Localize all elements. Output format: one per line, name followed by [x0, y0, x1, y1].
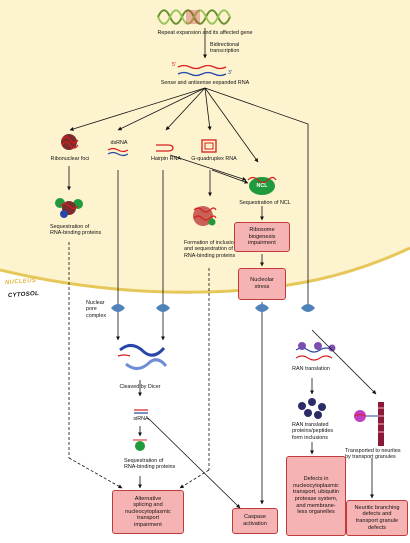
ran-translation-icon: [295, 342, 336, 361]
nucleolar-stress-box: Nucleolar stress: [238, 268, 286, 300]
sirna-icon: [134, 409, 148, 414]
repeat-expansion-label: Repeat expansion and its affected gene: [157, 30, 253, 36]
sirna-label: siRNA: [133, 416, 149, 422]
granules-label: Transported to neurites by transport gra…: [345, 448, 401, 461]
ncl-label: NCL: [256, 183, 268, 189]
caspase-activation-box: Caspase activation: [232, 508, 278, 534]
dicer-icon: [117, 344, 168, 370]
dicer-label: Cleaved by Dicer: [119, 384, 161, 390]
expanded-rna-label: Sense and antisense expanded RNA: [160, 80, 250, 86]
nuclear-pore-icon: [111, 304, 315, 312]
inclusion-icon: [193, 206, 217, 226]
seq-rbp-label: Sequestration of RNA-binding proteins: [50, 224, 102, 237]
rbp-sequestration-icon: [55, 198, 83, 218]
ran-inclusion-icon: [298, 398, 326, 419]
hairpin-rna-icon: [156, 144, 174, 152]
dsrna-label: dsRNA: [110, 140, 128, 146]
inclusions-label: Formation of inclusions and sequestratio…: [184, 240, 240, 259]
five-prime-mark: 5': [171, 62, 177, 68]
seq-rbp-2-label: Sequestration of RNA-binding proteins: [124, 458, 176, 471]
g-quadruplex-icon: [201, 139, 217, 153]
ran-products-label: RAN translated proteins/peptides form in…: [292, 422, 334, 441]
hairpin-label: Hairpin RNA: [151, 156, 181, 162]
ribosome-impairment-box: Ribosome biogenesis impairment: [234, 222, 290, 252]
splicing-impairment-box: Alternative splicing and nucleocytoplasm…: [112, 490, 184, 534]
neuritic-defects-box: Neuritic branching defects and transport…: [346, 500, 408, 536]
nuclear-envelope: [0, 246, 410, 294]
three-prime-mark: 3': [227, 70, 233, 76]
g4-label: G-quadruplex RNA: [191, 156, 237, 162]
bidirectional-label: Bidirectional transcription: [210, 42, 240, 55]
dna-helix-icon: [157, 9, 231, 25]
dsrna-icon: [107, 147, 129, 157]
neurite-granule-icon: [354, 402, 384, 446]
ncl-protein-icon: [247, 176, 277, 195]
seq-ncl-label: Sequestration of NCL: [239, 200, 291, 206]
transport-defects-box: Defects in nucleocytoplasmic transport, …: [286, 456, 346, 536]
ribonuclear-foci-icon: [61, 134, 79, 150]
ribonuclear-foci-label: Ribonuclear foci: [50, 156, 90, 162]
rbp-sequestration-2-icon: [133, 439, 147, 451]
npc-label: Nuclear pore complex: [86, 300, 107, 319]
ran-label: RAN translation: [292, 366, 330, 372]
expanded-rna-icon: [177, 64, 227, 77]
